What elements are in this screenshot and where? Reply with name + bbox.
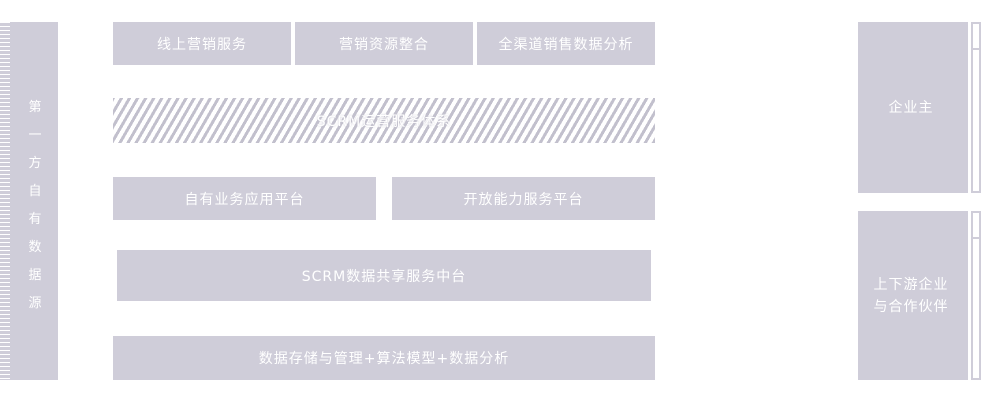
online-marketing-service-label: 线上营销服务 bbox=[157, 36, 247, 53]
label-char: 自 bbox=[28, 184, 42, 199]
own-business-platform-box: 自有业务应用平台 bbox=[113, 177, 376, 220]
first-party-data-label: 第 一 方 自 有 数 据 源 bbox=[26, 94, 44, 318]
online-marketing-service-box: 线上营销服务 bbox=[113, 22, 291, 65]
scrm-operations-label: SCRM运营服务体系 bbox=[316, 113, 452, 130]
own-business-platform-label: 自有业务应用平台 bbox=[184, 191, 305, 208]
open-capability-platform-label: 开放能力服务平台 bbox=[463, 191, 584, 208]
partners-label: 上下游企业 与合作伙伴 bbox=[858, 211, 964, 380]
data-foundation-label: 数据存储与管理+算法模型+数据分析 bbox=[258, 351, 510, 367]
open-capability-platform-box: 开放能力服务平台 bbox=[392, 177, 655, 220]
label-char: 有 bbox=[28, 212, 42, 227]
partners-label-line2: 与合作伙伴 bbox=[873, 298, 949, 315]
enterprise-owner-label: 企业主 bbox=[888, 99, 934, 116]
first-party-data-column: 第 一 方 自 有 数 据 源 bbox=[0, 22, 58, 380]
label-char: 数 bbox=[28, 240, 42, 255]
omnichannel-sales-analysis-label: 全渠道销售数据分析 bbox=[498, 36, 634, 53]
label-char: 源 bbox=[28, 296, 42, 311]
scrm-operations-band: SCRM运营服务体系 bbox=[113, 98, 655, 143]
marketing-resource-integration-label: 营销资源整合 bbox=[339, 36, 429, 53]
partners-rail-bar bbox=[971, 211, 981, 380]
label-char: 据 bbox=[28, 268, 42, 283]
partners-rail-decoration bbox=[968, 211, 984, 380]
scrm-middle-platform-box: SCRM数据共享服务中台 bbox=[117, 250, 651, 301]
enterprise-owner-block: 企业主 bbox=[858, 22, 984, 193]
label-char: 方 bbox=[28, 156, 42, 171]
marketing-resource-integration-box: 营销资源整合 bbox=[295, 22, 473, 65]
data-foundation-box: 数据存储与管理+算法模型+数据分析 bbox=[113, 336, 655, 380]
left-ruler-decoration bbox=[0, 22, 10, 380]
scrm-middle-platform-label: SCRM数据共享服务中台 bbox=[301, 268, 467, 285]
owner-rail-tick bbox=[971, 48, 981, 50]
omnichannel-sales-analysis-box: 全渠道销售数据分析 bbox=[477, 22, 655, 65]
label-char: 一 bbox=[28, 128, 42, 143]
owner-rail-bar bbox=[971, 22, 981, 193]
partners-label-line1: 上下游企业 bbox=[873, 276, 949, 293]
label-char: 第 bbox=[28, 100, 42, 115]
partners-rail-tick bbox=[971, 237, 981, 239]
owner-rail-decoration bbox=[968, 22, 984, 193]
partners-block: 上下游企业 与合作伙伴 bbox=[858, 211, 984, 380]
